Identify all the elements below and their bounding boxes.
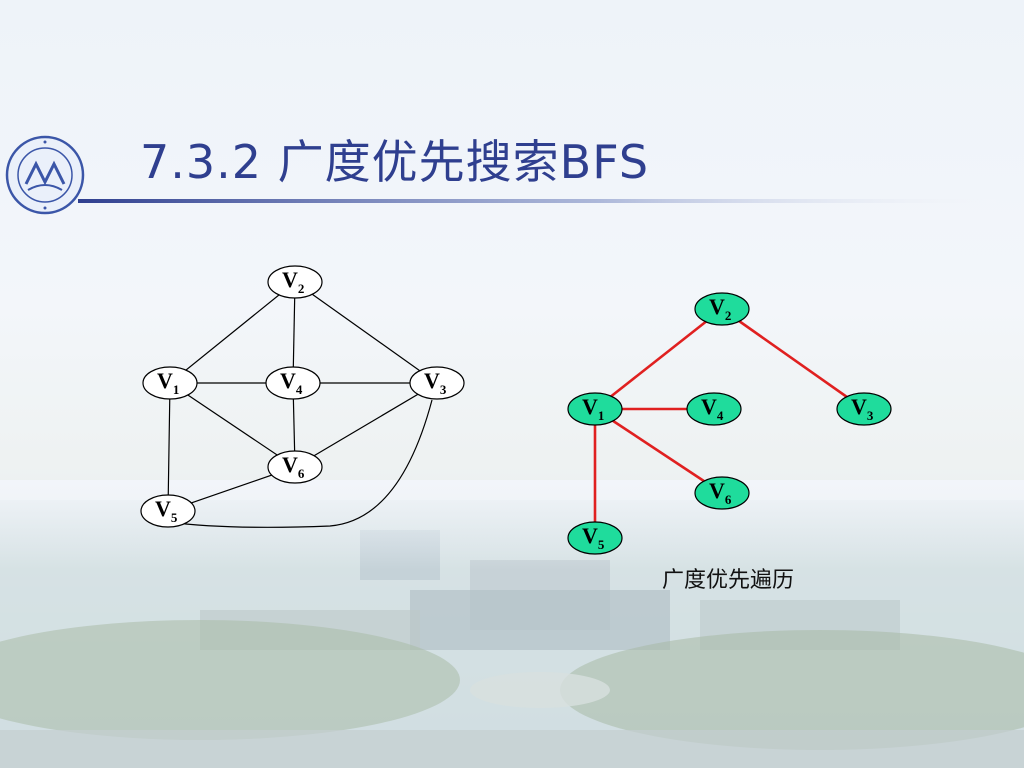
node-subscript: 1 — [173, 382, 180, 397]
node-subscript: 4 — [296, 382, 303, 397]
node-v1: V1 — [567, 392, 623, 426]
edge-v2-v1 — [594, 307, 723, 411]
node-letter: V — [280, 368, 296, 393]
node-v5-label: V5 — [155, 496, 178, 525]
node-v3: V3 — [836, 392, 892, 426]
node-v1-label: V1 — [157, 368, 179, 397]
node-subscript: 2 — [725, 308, 732, 323]
bfs-traversal-caption: 广度优先遍历 — [662, 568, 795, 593]
node-letter: V — [155, 496, 171, 521]
edge-v1-v6 — [594, 407, 723, 495]
title-underline — [78, 199, 1024, 203]
node-v1-shape — [567, 392, 623, 426]
edge-v1-v5 — [167, 382, 171, 512]
node-letter: V — [582, 523, 598, 548]
node-v3-label: V3 — [424, 368, 447, 397]
node-letter: V — [709, 478, 725, 503]
node-letter: V — [582, 394, 598, 419]
node-v1: V1 — [142, 366, 198, 400]
node-v4-label: V4 — [280, 368, 303, 397]
node-subscript: 1 — [598, 408, 605, 423]
node-v1-shape — [142, 366, 198, 400]
node-letter: V — [709, 294, 725, 319]
node-v6-shape — [267, 450, 323, 484]
node-subscript: 3 — [440, 382, 447, 397]
node-subscript: 6 — [725, 492, 732, 507]
node-letter: V — [851, 394, 867, 419]
node-v1-label: V1 — [582, 394, 604, 423]
node-subscript: 2 — [298, 281, 305, 296]
node-v2: V2 — [267, 265, 323, 299]
node-v3: V3 — [409, 366, 465, 400]
node-v5-label: V5 — [582, 523, 605, 552]
node-subscript: 3 — [867, 408, 874, 423]
node-v6-shape — [694, 476, 750, 510]
node-v5-shape — [567, 521, 623, 555]
node-v4-label: V4 — [701, 394, 724, 423]
node-v6: V6 — [694, 476, 750, 510]
node-v6-label: V6 — [709, 478, 732, 507]
edge-v5-v3 — [167, 399, 433, 528]
edge-v3-v6 — [294, 382, 438, 468]
node-v2-label: V2 — [709, 294, 731, 323]
node-subscript: 5 — [598, 537, 605, 552]
node-v2-shape — [267, 265, 323, 299]
slide-title: 7.3.2 广度优先搜索BFS — [140, 135, 650, 189]
node-letter: V — [282, 452, 298, 477]
node-v5: V5 — [567, 521, 623, 555]
node-v6-label: V6 — [282, 452, 305, 481]
node-letter: V — [282, 267, 298, 292]
node-v4: V4 — [265, 366, 321, 400]
university-logo — [5, 135, 85, 215]
node-v2-shape — [694, 292, 750, 326]
node-v5: V5 — [140, 494, 196, 528]
node-subscript: 4 — [717, 408, 724, 423]
edge-v2-v3 — [294, 281, 438, 384]
node-letter: V — [157, 368, 173, 393]
node-letter: V — [424, 368, 440, 393]
node-v4: V4 — [686, 392, 742, 426]
node-subscript: 5 — [171, 510, 178, 525]
node-v3-label: V3 — [851, 394, 874, 423]
node-v6: V6 — [267, 450, 323, 484]
edge-v2-v1 — [169, 281, 296, 384]
edge-v2-v4 — [292, 281, 296, 384]
node-v4-shape — [686, 392, 742, 426]
node-letter: V — [701, 394, 717, 419]
node-v3-shape — [409, 366, 465, 400]
edge-v1-v6 — [169, 382, 296, 468]
node-v5-shape — [140, 494, 196, 528]
node-v4-shape — [265, 366, 321, 400]
node-v3-shape — [836, 392, 892, 426]
edge-v2-v3 — [721, 307, 865, 411]
node-subscript: 6 — [298, 466, 305, 481]
node-v2-label: V2 — [282, 267, 304, 296]
node-v2: V2 — [694, 292, 750, 326]
